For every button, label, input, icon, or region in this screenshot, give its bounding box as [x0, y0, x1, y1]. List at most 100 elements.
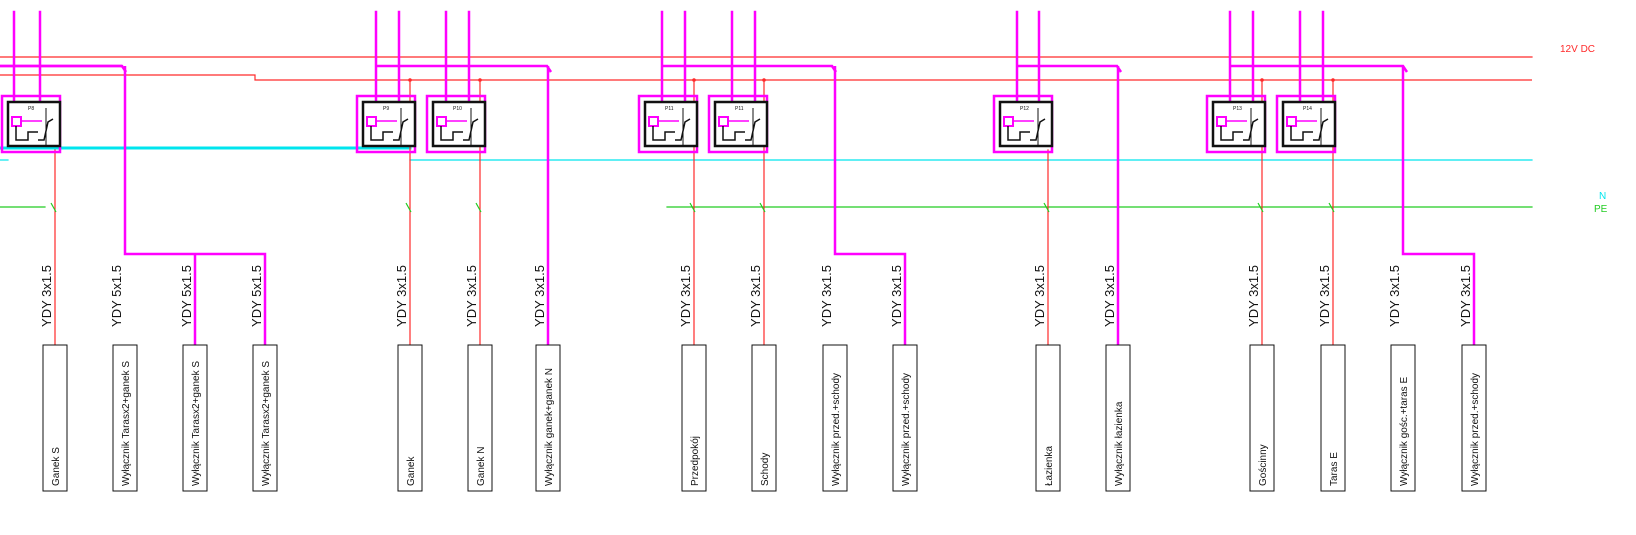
- magenta-collector: [0, 64, 128, 73]
- relay-tag: P14: [1303, 106, 1312, 112]
- bus-label-dc: 12V DC: [1560, 44, 1595, 55]
- circuit-box: [1461, 344, 1487, 492]
- relay-tag: P11: [735, 106, 744, 112]
- circuit-name: Wyłącznik przed.+schody: [1470, 373, 1481, 486]
- circuit-box: [535, 344, 561, 492]
- circuit-name: Ganek N: [476, 447, 487, 486]
- circuit-name: Przedpokój: [690, 436, 701, 486]
- circuit-name: Wyłącznik przed.+schody: [901, 373, 912, 486]
- circuit-box: [681, 344, 707, 492]
- relay-contact-a: [1007, 126, 1030, 141]
- cable-label: YDY 3x1.5: [748, 265, 763, 327]
- circuit-box: [1320, 344, 1346, 492]
- relay-contact-a: [722, 126, 745, 141]
- bus-label-pe: PE: [1594, 204, 1608, 215]
- pe-tick: [405, 202, 412, 213]
- cable-label: YDY 3x1.5: [1387, 265, 1402, 327]
- relay-tag: P12: [1020, 106, 1029, 112]
- circuit-name: Ganek S: [51, 447, 62, 486]
- cable-label: YDY 3x1.5: [1246, 265, 1261, 327]
- pe-tick: [1328, 202, 1335, 213]
- circuit-name: Wyłącznik ganek+ganek N: [544, 368, 555, 486]
- pe-tick: [475, 202, 482, 213]
- relay-contact-a: [1220, 126, 1243, 141]
- cable-label: YDY 5x1.5: [249, 265, 264, 327]
- relay-tag: P8: [28, 106, 34, 112]
- pe-tick: [759, 202, 766, 213]
- circuit-box: [892, 344, 918, 492]
- circuit-name: Łazienka: [1044, 446, 1055, 486]
- magenta-collector: [1230, 64, 1409, 73]
- relay-module: P11: [707, 94, 769, 154]
- relay-module: P9: [355, 94, 417, 154]
- circuit-box: [112, 344, 138, 492]
- relay-module: P11: [637, 94, 699, 154]
- wires-layer: [0, 10, 1533, 346]
- relay-contact-a: [652, 126, 675, 141]
- cable-label: YDY 3x1.5: [39, 265, 54, 327]
- relay-contact-a: [1290, 126, 1313, 141]
- pe-tick: [1043, 202, 1050, 213]
- pe-tick: [50, 202, 57, 213]
- magenta-branch: [833, 66, 907, 345]
- relay-contact-a: [440, 126, 463, 141]
- circuit-name: Gościnny: [1258, 444, 1269, 486]
- circuit-box: [467, 344, 493, 492]
- circuit-box: [1035, 344, 1061, 492]
- circuit-box: [751, 344, 777, 492]
- cable-label: YDY 3x1.5: [819, 265, 834, 327]
- cable-label: YDY 5x1.5: [179, 265, 194, 327]
- cable-label: YDY 3x1.5: [394, 265, 409, 327]
- cable-label: YDY 3x1.5: [532, 265, 547, 327]
- cable-label: YDY 3x1.5: [1032, 265, 1047, 327]
- relay-module: P10: [425, 94, 487, 154]
- relay-tag: P9: [383, 106, 389, 112]
- circuit-box: [822, 344, 848, 492]
- relay-tag: P10: [453, 106, 462, 112]
- circuit-name: Wyłącznik łazienka: [1114, 401, 1125, 486]
- cable-label: YDY 3x1.5: [1102, 265, 1117, 327]
- magenta-collector: [1017, 64, 1123, 73]
- circuit-name: Wyłącznik Tarasx2+ganek S: [191, 361, 202, 486]
- pe-tick: [1257, 202, 1264, 213]
- relay-module: P13: [1205, 94, 1267, 154]
- bus-red-secondary: [0, 74, 1532, 81]
- circuit-name: Ganek: [406, 456, 417, 486]
- cable-label: YDY 3x1.5: [889, 265, 904, 327]
- cable-label: YDY 3x1.5: [678, 265, 693, 327]
- cable-label: YDY 5x1.5: [109, 265, 124, 327]
- circuit-name: Wyłącznik gośc.+taras E: [1399, 377, 1410, 486]
- circuit-name: Wyłącznik Tarasx2+ganek S: [261, 361, 272, 486]
- circuit-box: [1390, 344, 1416, 492]
- circuit-name: Schody: [760, 453, 771, 486]
- circuit-box: [1249, 344, 1275, 492]
- circuit-name: Wyłącznik przed.+schody: [831, 373, 842, 486]
- relays-layer: P8 P9 P10 P11 P11 P12 P13 P14: [0, 94, 1337, 154]
- circuit-name: Taras E: [1329, 452, 1340, 486]
- magenta-collector: [662, 64, 838, 73]
- magenta-branch: [1401, 66, 1476, 345]
- cable-label: YDY 3x1.5: [464, 265, 479, 327]
- bus-label-neutral: N: [1599, 191, 1606, 202]
- circuit-box: [1105, 344, 1131, 492]
- relay-tag: P11: [665, 106, 674, 112]
- circuit-box: [182, 344, 208, 492]
- circuit-name: Wyłącznik Tarasx2+ganek S: [121, 361, 132, 486]
- bus-labels: 12V DC N PE: [1560, 44, 1608, 215]
- relay-tag: P13: [1233, 106, 1242, 112]
